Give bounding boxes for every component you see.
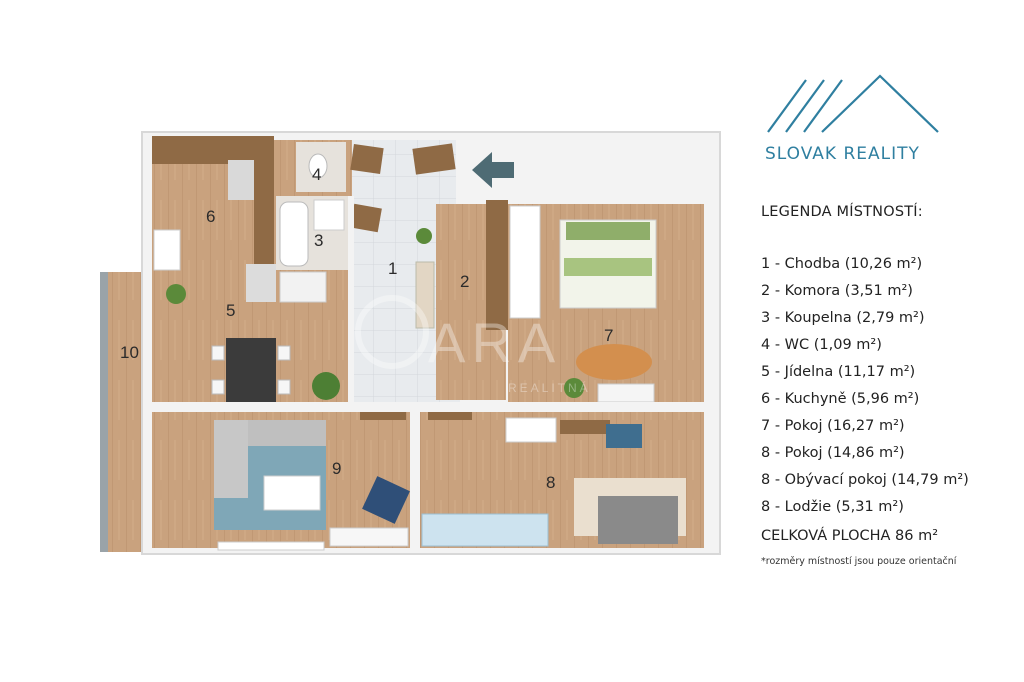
room-number-2: 2: [460, 272, 469, 291]
toilet: [308, 153, 328, 179]
dining-table: [226, 338, 276, 402]
room-number-5: 5: [226, 301, 235, 320]
room-number-6: 6: [206, 207, 215, 226]
legend-item: 3 - Koupelna (2,79 m²): [761, 310, 925, 326]
legend-item: 8 - Obývací pokoj (14,79 m²): [761, 472, 969, 488]
legend-item: 7 - Pokoj (16,27 m²): [761, 418, 905, 434]
bedroom-wardrobe: [509, 205, 541, 319]
legend-item: 2 - Komora (3,51 m²): [761, 283, 913, 299]
watermark-text: ARA: [428, 311, 561, 374]
sofa-side: [214, 420, 248, 498]
plant-icon: [166, 284, 186, 304]
kitchen-worktop: [228, 160, 254, 200]
interior-walls: [150, 140, 710, 548]
legend-item: 8 - Lodžie (5,31 m²): [761, 499, 904, 515]
room-legend: LEGENDA MÍSTNOSTÍ: 1 - Chodba (10,26 m²)…: [761, 204, 1001, 567]
dining-chairs: [211, 345, 291, 395]
plant-icon: [312, 372, 340, 400]
room-number-8: 8: [546, 473, 555, 492]
hallway-shoe-rack: [415, 261, 435, 329]
entrance-arrow-icon: [472, 152, 514, 188]
plant-icon: [416, 228, 432, 244]
room-8-bench: [606, 424, 642, 448]
bathtub: [279, 201, 309, 267]
room-number-3: 3: [314, 231, 323, 250]
room-8-shelf: [560, 420, 610, 434]
room-number-10: 10: [120, 343, 139, 362]
outer-wall-stroke: [141, 131, 721, 555]
room-number-4: 4: [312, 165, 321, 184]
legend-item: 8 - Pokoj (14,86 m²): [761, 445, 905, 461]
legend-item: 6 - Kuchyně (5,96 m²): [761, 391, 920, 407]
room-8-desk: [505, 417, 557, 443]
legend-item: 4 - WC (1,09 m²): [761, 337, 882, 353]
radiator: [217, 541, 325, 551]
bed-blanket-stripe: [564, 258, 652, 276]
room-number-7: 7: [604, 326, 613, 345]
room-8-wardrobe: [421, 513, 549, 547]
kitchen-counter-top: [152, 136, 272, 164]
washing-machine: [279, 271, 327, 303]
wardrobe: [486, 200, 508, 330]
plant-icon: [564, 378, 584, 398]
loggia-railing: [100, 272, 108, 552]
bed-pillows: [566, 222, 650, 240]
hallway-doors: [350, 143, 456, 233]
kitchen-counter-side: [254, 136, 274, 266]
coffee-table: [263, 475, 321, 511]
desk: [597, 383, 655, 403]
legend-item: 5 - Jídelna (11,17 m²): [761, 364, 916, 380]
brand-name: SLOVAK REALITY: [765, 144, 920, 164]
room-8-bed: [598, 496, 678, 544]
kitchen-shelf: [153, 229, 181, 271]
tv-stand: [329, 527, 409, 547]
armchair: [362, 476, 410, 524]
room-number-9: 9: [332, 459, 341, 478]
legend-title: LEGENDA MÍSTNOSTÍ:: [761, 204, 923, 220]
total-area: CELKOVÁ PLOCHA 86 m²: [761, 528, 939, 544]
mountain-logo-icon: [767, 74, 939, 133]
washbasin: [313, 199, 345, 231]
room-number-1: 1: [388, 259, 397, 278]
watermark: ARA REALITNÁ: [355, 295, 591, 395]
round-rug: [576, 344, 652, 380]
legend-item: 1 - Chodba (10,26 m²): [761, 256, 923, 272]
watermark-subtext: REALITNÁ: [508, 380, 591, 395]
outer-wall-right: [460, 194, 720, 204]
legend-note: *rozměry místností jsou pouze orientační: [761, 556, 957, 567]
fridge: [246, 264, 276, 302]
room-loggia-floor: [104, 272, 144, 552]
